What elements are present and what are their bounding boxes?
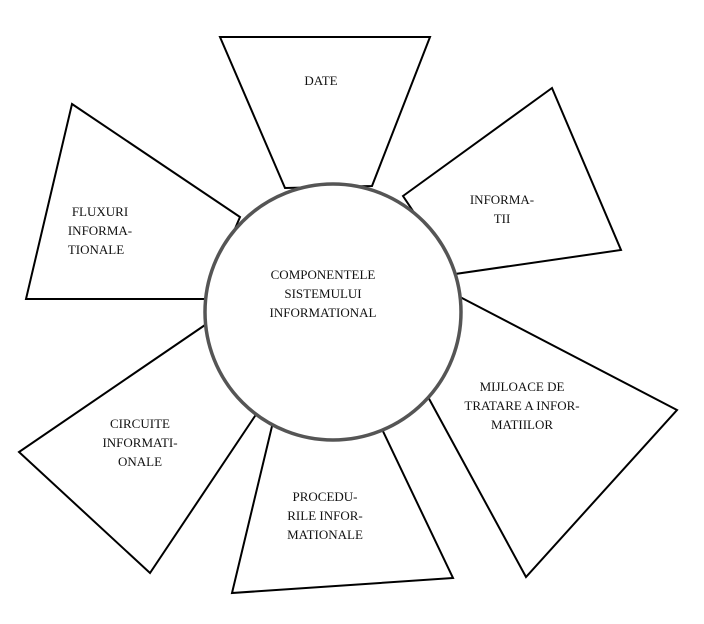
label-line: INFORMATI-: [102, 435, 178, 450]
shape-fluxuri: [24, 102, 242, 300]
center-circle: [203, 182, 463, 442]
label-line: MATIILOR: [490, 417, 554, 432]
label-line: INFORMA-: [469, 192, 535, 207]
label-date: DATE: [304, 71, 337, 90]
label-line: DATE: [304, 73, 338, 88]
shape-date: [218, 36, 432, 190]
label-line: MATIONALE: [287, 527, 363, 542]
label-line: MIJLOACE DE: [479, 379, 565, 394]
center-line: SISTEMULUI: [284, 286, 362, 301]
label-informatii: INFORMA- TII: [470, 190, 534, 228]
label-line: FLUXURI: [71, 204, 129, 219]
shape-mijloace: [425, 295, 679, 579]
label-line: TIONALE: [67, 242, 125, 257]
label-line: TRATARE A INFOR-: [464, 398, 580, 413]
label-line: TII: [493, 211, 511, 226]
center-label: COMPONENTELE SISTEMULUI INFORMATIONAL: [270, 265, 377, 322]
label-line: PROCEDU-: [292, 489, 358, 504]
label-line: INFORMA-: [67, 223, 133, 238]
label-line: CIRCUITE: [110, 416, 170, 431]
label-line: ONALE: [117, 454, 163, 469]
label-fluxuri: FLUXURI INFORMA- TIONALE: [68, 202, 132, 259]
label-circuite: CIRCUITE INFORMATI- ONALE: [102, 414, 177, 471]
center-line: COMPONENTELE: [270, 267, 376, 282]
label-line: RILE INFOR-: [287, 508, 363, 523]
label-procedurile: PROCEDU- RILE INFOR- MATIONALE: [287, 487, 363, 544]
label-mijloace: MIJLOACE DE TRATARE A INFOR- MATIILOR: [464, 377, 579, 434]
center-line: INFORMATIONAL: [269, 305, 377, 320]
